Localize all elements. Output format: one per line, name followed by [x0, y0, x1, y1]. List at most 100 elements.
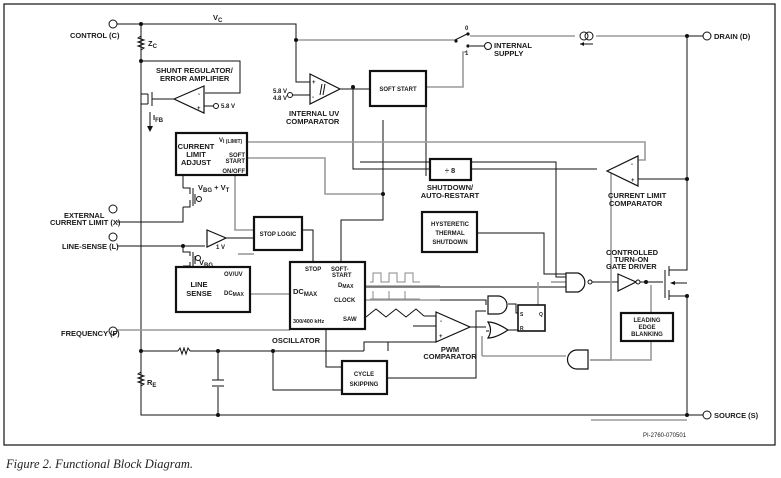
internal-supply-label-1: INTERNAL — [494, 41, 532, 50]
svg-text:STOP LOGIC: STOP LOGIC — [260, 232, 297, 238]
svg-text:-: - — [631, 162, 633, 168]
re-label: RE — [147, 378, 156, 389]
diagram-frame — [3, 3, 776, 446]
svg-text:OV/UV: OV/UV — [224, 272, 243, 278]
uv-comp-label-1: INTERNAL UV — [289, 109, 339, 118]
svg-text:LINE: LINE — [190, 280, 207, 289]
current-source-icon — [579, 31, 594, 46]
uv-ref-hi: 5.8 V — [273, 89, 287, 95]
svg-text:+: + — [197, 106, 201, 112]
switch-1-label: 1 — [465, 51, 469, 57]
oscillator-label: OSCILLATOR — [272, 336, 321, 345]
pwm-label-2: COMPARATOR — [423, 352, 477, 361]
pin-external-current-limit[interactable]: EXTERNAL CURRENT LIMIT (X) — [50, 204, 121, 227]
pin-drain-label: DRAIN (D) — [714, 32, 751, 41]
svg-text:DMAX: DMAX — [338, 283, 354, 290]
pin-internal-supply: INTERNAL SUPPLY — [470, 41, 532, 58]
divide-by-8-block: ÷ 8 — [428, 157, 473, 182]
gate-driver-buffer — [617, 273, 641, 292]
pin-source-label: SOURCE (S) — [714, 411, 759, 420]
soft-start-block: SOFT START — [368, 69, 428, 108]
shutdown-label-2: AUTO-RESTART — [421, 191, 480, 200]
figure-caption: Figure 2. Functional Block Diagram. — [6, 457, 194, 471]
svg-text:CLOCK: CLOCK — [334, 298, 356, 304]
line-sense-buffer — [206, 229, 228, 248]
svg-text:SOFT START: SOFT START — [379, 87, 417, 93]
uv-comparator: + - — [309, 73, 342, 105]
gate-driver-label-2: TURN-ON — [614, 255, 649, 264]
svg-text:Q: Q — [539, 312, 543, 318]
svg-text:START: START — [332, 273, 352, 279]
vc-label: VC — [213, 13, 223, 24]
svg-text:-: - — [312, 95, 314, 101]
nand-gate — [565, 272, 593, 293]
internal-supply-label-2: SUPPLY — [494, 49, 523, 58]
line-sense-block: LINE SENSE OV/UV DCMAX — [174, 265, 252, 314]
shutdown-label-1: SHUTDOWN/ — [427, 183, 474, 192]
svg-text:÷ 8: ÷ 8 — [445, 166, 455, 175]
svg-text:THERMAL: THERMAL — [435, 231, 465, 237]
current-limit-adjust-block: CURRENT LIMIT ADJUST VI (LIMIT) SOFT STA… — [174, 131, 249, 177]
wires-gray — [117, 35, 687, 421]
pin-drain[interactable]: DRAIN (D) — [702, 31, 751, 41]
re-resistor-icon — [136, 371, 146, 415]
pwm-comparator: - + — [435, 311, 472, 343]
svg-text:SOFT: SOFT — [229, 153, 245, 159]
clock-waveform-icon — [370, 291, 420, 300]
thermal-shutdown-block: HYSTERETIC THERMAL SHUTDOWN — [420, 210, 479, 254]
svg-text:STOP: STOP — [305, 267, 321, 273]
saw-waveform-icon — [365, 308, 425, 318]
svg-text:SOFT-: SOFT- — [331, 267, 349, 273]
vbg-vt-label: VBG + VT — [198, 183, 230, 194]
uv-ref-lo: 4.8 V — [273, 96, 287, 102]
zc-label: ZC — [148, 39, 158, 50]
cl-comp-label-1: CURRENT LIMIT — [608, 191, 667, 200]
pin-x-label-2: CURRENT LIMIT (X) — [50, 218, 121, 227]
uv-comp-label-2: COMPARATOR — [286, 117, 340, 126]
svg-text:EDGE: EDGE — [638, 325, 655, 331]
vbg-transistor-icon — [182, 246, 201, 267]
pin-control-label: CONTROL (C) — [70, 31, 120, 40]
capacitor-icon — [212, 379, 224, 387]
svg-text:+: + — [439, 334, 443, 340]
switch-0-label: 0 — [465, 26, 469, 32]
pin-control[interactable]: CONTROL (C) — [70, 19, 120, 40]
cycle-skipping-block: CYCLE SKIPPING — [340, 359, 389, 396]
pin-source[interactable]: SOURCE (S) — [702, 410, 759, 420]
gate-driver-label-1: CONTROLLED — [606, 248, 659, 257]
current-limit-comparator: - + — [605, 155, 639, 187]
svg-text:-: - — [198, 92, 200, 98]
svg-text:HYSTERETIC: HYSTERETIC — [431, 222, 470, 228]
svg-text:DCMAX: DCMAX — [224, 291, 244, 298]
shunt-reg-label-2: ERROR AMPLIFIER — [160, 74, 230, 83]
svg-text:300/400 kHz: 300/400 kHz — [293, 319, 324, 325]
oscillator-block: STOP SOFT- START DMAX CLOCK SAW DCMAX 30… — [288, 260, 367, 331]
ifb-arrow-icon — [147, 112, 153, 132]
error-amplifier: - + — [172, 85, 205, 114]
svg-text:+: + — [631, 178, 635, 184]
svg-text:CURRENT: CURRENT — [178, 142, 215, 151]
svg-text:CYCLE: CYCLE — [354, 372, 374, 378]
svg-text:BLANKING: BLANKING — [631, 332, 663, 338]
stop-logic-block: STOP LOGIC — [252, 215, 304, 252]
zc-resistor-icon — [136, 28, 146, 60]
pin-frequency[interactable]: FREQUENCY (F) — [61, 326, 120, 338]
cl-comp-label-2: COMPARATOR — [609, 199, 663, 208]
leading-edge-blanking-block: LEADING EDGE BLANKING — [619, 311, 675, 343]
svg-text:VI (LIMIT): VI (LIMIT) — [219, 138, 243, 145]
pin-line-sense[interactable]: LINE-SENSE (L) — [62, 232, 119, 251]
osc-resistor-icon — [177, 346, 191, 356]
svg-text:R: R — [520, 326, 524, 332]
svg-text:ON/OFF: ON/OFF — [222, 169, 245, 175]
sr-flipflop: S R Q — [517, 304, 546, 332]
dmax-waveform-icon — [370, 272, 420, 283]
pin-line-sense-label: LINE-SENSE (L) — [62, 242, 119, 251]
and-gate-1 — [487, 295, 508, 315]
part-number: PI-2760-070501 — [643, 433, 687, 439]
pin-x-label-1: EXTERNAL — [64, 211, 105, 220]
ifb-label: IFB — [153, 113, 164, 124]
or-gate — [486, 321, 510, 339]
svg-text:LEADING: LEADING — [634, 318, 661, 324]
shunt-reg-label-1: SHUNT REGULATOR/ — [156, 66, 234, 75]
